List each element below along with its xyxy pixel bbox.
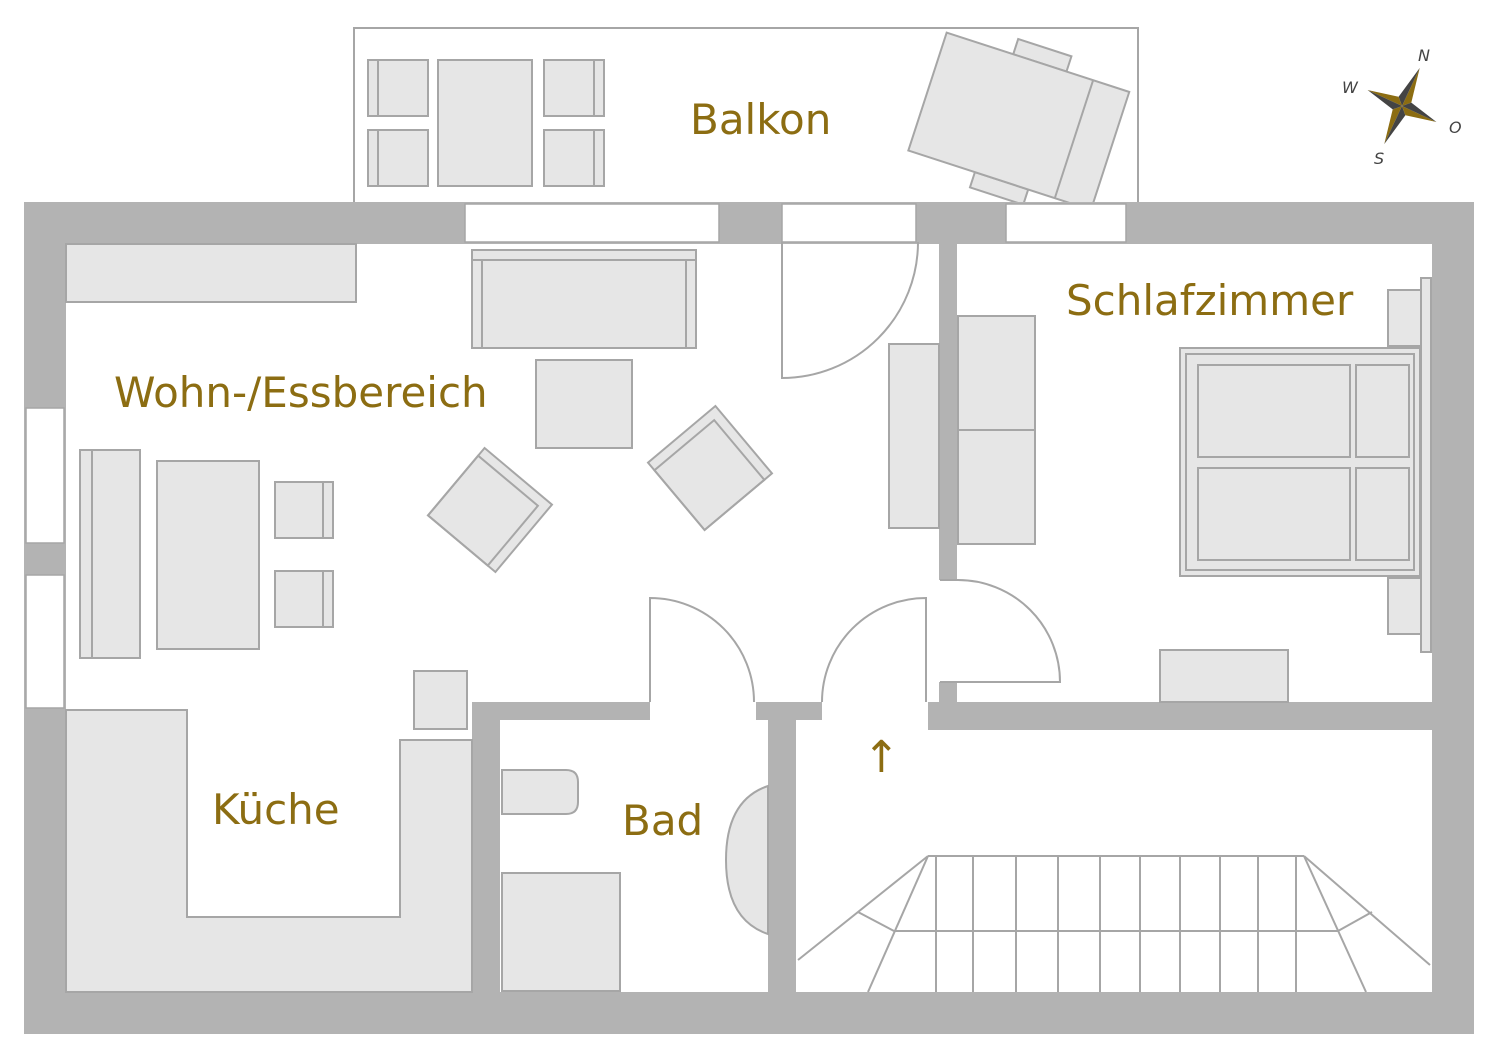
compass-o: O [1449,118,1462,137]
coffee-table [535,359,633,449]
compass-n: N [1418,46,1430,65]
compass-s: S [1374,149,1384,168]
label-kueche: Küche [212,785,340,834]
tv-cabinet [888,343,940,529]
compass-south-point [1384,106,1402,145]
compass-rose [1367,67,1437,145]
armchair-right [646,404,774,532]
compass-north-point [1402,67,1420,106]
sideboard [65,243,357,303]
dining-chairs [274,481,334,628]
armchair-left [426,446,554,574]
label-bad: Bad [622,796,703,845]
dresser [1159,649,1289,703]
wardrobe [957,315,1036,545]
balcony-dining-set [367,59,605,187]
washbasin [724,784,769,936]
sun-lounger [907,31,1131,212]
dining-bench [79,449,141,659]
double-bed [1179,347,1421,577]
kitchen-stool [413,670,468,730]
compass-east-point [1402,106,1437,123]
doors [649,241,1062,703]
label-wohn-essbereich: Wohn-/Essbereich [114,368,488,417]
sofa [471,249,697,349]
bathtub [501,872,621,992]
stairs-up-arrow: ↑ [863,732,900,783]
windows [25,203,1127,709]
staircase [797,855,1431,993]
label-balkon: Balkon [690,95,831,144]
label-schlafzimmer: Schlafzimmer [1066,276,1354,325]
compass-w: W [1342,78,1359,97]
nightstands [1387,277,1432,653]
toilet [501,769,579,815]
kitchen-counter [65,709,473,993]
walls [24,202,1474,1034]
dining-table [156,460,260,650]
